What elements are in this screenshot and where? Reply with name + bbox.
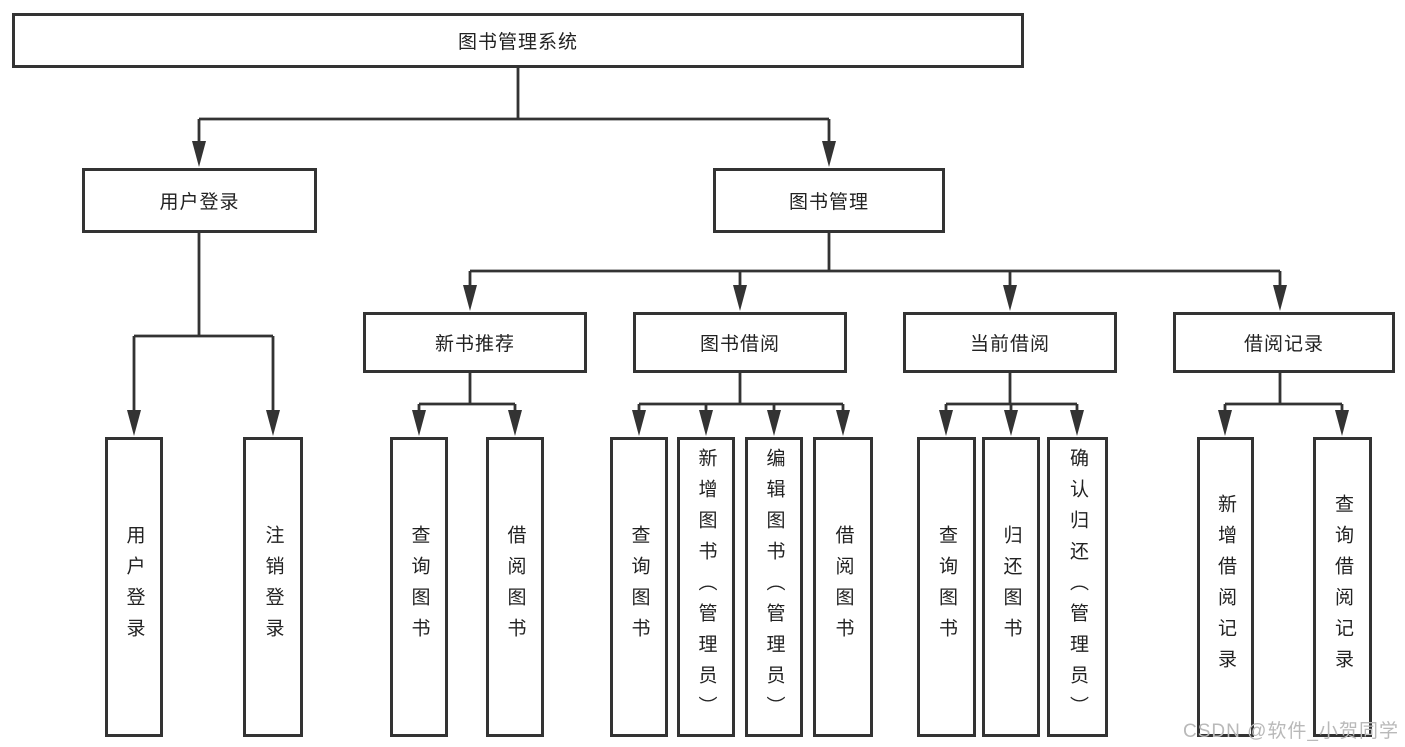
leaf-query-book-1: 查询图书 <box>390 437 448 737</box>
node-new-book-recommend-label: 新书推荐 <box>434 334 515 355</box>
leaf-borrow-book-1: 借阅图书 <box>486 437 544 737</box>
leaf-label: 用户登录 <box>123 525 145 649</box>
leaf-label: 查询图书 <box>408 525 430 649</box>
node-root: 图书管理系统 <box>12 13 1024 68</box>
node-user-login-label: 用户登录 <box>159 192 240 213</box>
leaf-query-book-2: 查询图书 <box>610 437 668 737</box>
leaf-label: 借阅图书 <box>832 525 854 649</box>
leaf-logout: 注销登录 <box>243 437 303 737</box>
leaf-query-book-3: 查询图书 <box>917 437 976 737</box>
leaf-label: 归还图书 <box>1000 525 1022 649</box>
leaf-add-borrow-record: 新增借阅记录 <box>1197 437 1254 737</box>
node-root-label: 图书管理系统 <box>457 32 578 53</box>
node-borrow-record: 借阅记录 <box>1173 312 1395 373</box>
node-borrow-record-label: 借阅记录 <box>1243 334 1324 355</box>
arrowhead-group <box>127 141 1349 436</box>
leaf-return-book: 归还图书 <box>982 437 1040 737</box>
node-new-book-recommend: 新书推荐 <box>363 312 587 373</box>
leaf-confirm-return-admin: 确认归还（管理员） <box>1047 437 1108 737</box>
leaf-label: 确认归还（管理员） <box>1067 447 1088 727</box>
leaf-add-book-admin: 新增图书（管理员） <box>677 437 735 737</box>
leaf-label: 新增图书（管理员） <box>695 447 717 727</box>
leaf-user-login: 用户登录 <box>105 437 163 737</box>
leaf-label: 查询图书 <box>936 525 957 649</box>
node-current-borrow: 当前借阅 <box>903 312 1117 373</box>
leaf-label: 查询图书 <box>628 525 650 649</box>
node-user-login: 用户登录 <box>82 168 317 233</box>
leaf-edit-book-admin: 编辑图书（管理员） <box>745 437 803 737</box>
leaf-label: 注销登录 <box>262 525 284 649</box>
watermark: CSDN @软件_小贺同学 <box>1183 721 1399 742</box>
leaf-label: 新增借阅记录 <box>1215 494 1236 680</box>
leaf-query-borrow-record: 查询借阅记录 <box>1313 437 1372 737</box>
node-current-borrow-label: 当前借阅 <box>969 334 1050 355</box>
node-book-borrow-label: 图书借阅 <box>699 334 780 355</box>
leaf-label: 编辑图书（管理员） <box>763 447 785 727</box>
node-book-management: 图书管理 <box>713 168 945 233</box>
leaf-borrow-book-2: 借阅图书 <box>813 437 873 737</box>
leaf-label: 查询借阅记录 <box>1332 494 1353 680</box>
node-book-management-label: 图书管理 <box>788 192 869 213</box>
leaf-label: 借阅图书 <box>504 525 526 649</box>
node-book-borrow: 图书借阅 <box>633 312 847 373</box>
